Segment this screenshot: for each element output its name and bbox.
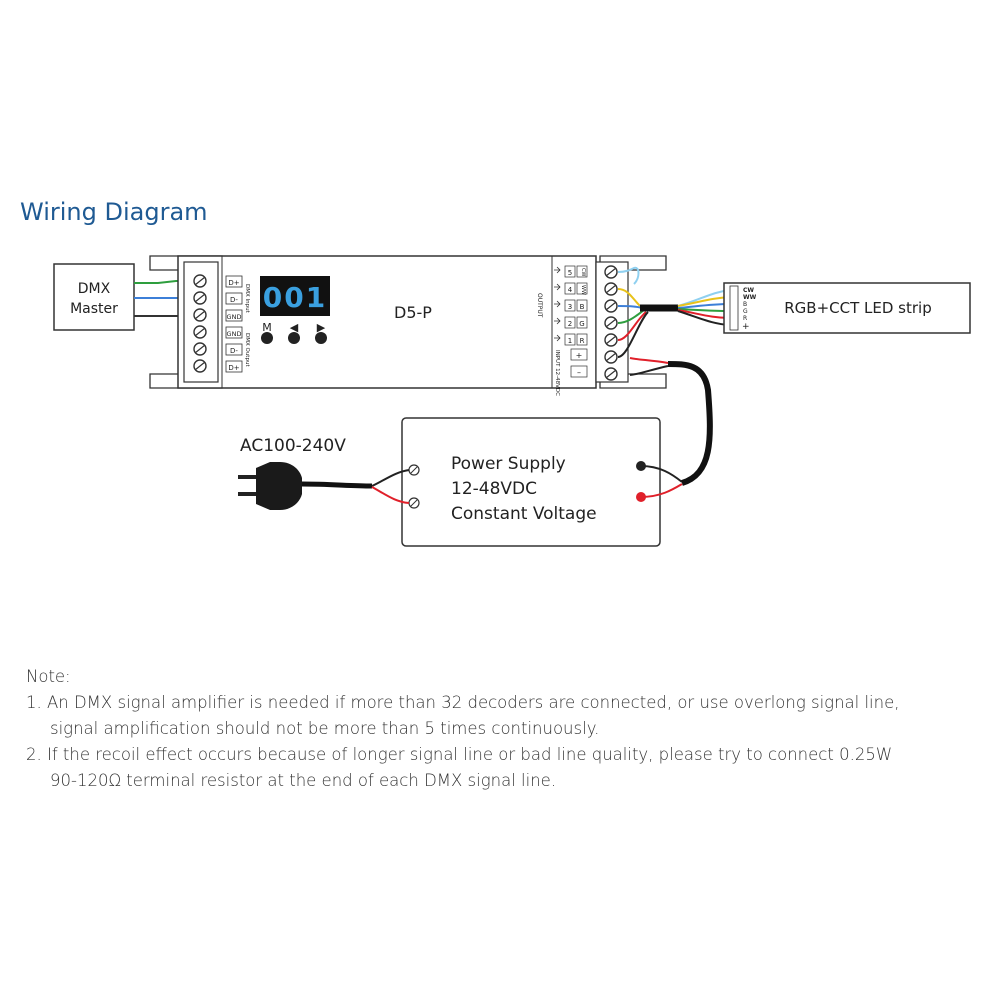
dmx-master-line2: Master [70,301,118,317]
strip-pin-r: R [743,315,747,322]
output-mark-cw: CW [580,268,586,276]
output-terminal-labels: 5 CW 4 WW 3 B 2 G 1 R + – [564,265,588,378]
ac-plug: AC100-240V [238,436,410,510]
strip-pin-plus: + [742,322,750,332]
strip-pin-cw: CW [743,287,754,294]
button-right-label: ▶ [317,321,326,334]
display-value: 001 [263,281,327,314]
output-wires [617,266,731,358]
dmx-terminal-labels: D+ D- GND GND D- D+ DMX Input DMX Output [225,275,250,373]
dmx-out-terminal-1: GND [227,330,242,338]
dmx-master: DMX Master [53,263,135,331]
output-mark-b: B [580,303,585,311]
button-m[interactable] [261,332,273,344]
notes-section: Note: 1. An DMX signal amplifier is need… [26,664,986,794]
strip-pin-b: B [743,301,747,308]
left-terminal-screws [193,274,207,373]
device-model: D5-P [394,303,432,322]
output-terminal-3: 3 [568,303,572,311]
ps-line1: Power Supply [451,454,566,474]
dmx-input-label: DMX Input [244,284,250,314]
input-terminal-minus: – [577,368,581,377]
wiring-diagram: DMX Master [53,255,971,547]
dmx-in-terminal-1: D+ [228,279,239,287]
output-terminal-2: 2 [568,320,572,328]
output-mark-g: G [579,320,584,328]
output-mark-r: R [580,337,585,345]
output-mark-ww: WW [580,285,586,295]
power-supply: Power Supply 12-48VDC Constant Voltage [401,417,661,547]
led-strip-label: RGB+CCT LED strip [784,299,932,317]
ps-line3: Constant Voltage [451,504,597,524]
output-terminal-4: 4 [568,286,573,294]
led-strip: CW WW B G R + RGB+CCT LED strip [723,282,971,334]
note-2-line-2: 90-120Ω terminal resistor at the end of … [50,771,557,790]
dmx-output-label: DMX Output [244,333,250,367]
button-left-label: ◀ [290,321,299,334]
ac-label: AC100-240V [240,436,346,456]
dmx-in-terminal-2: D- [230,296,238,304]
right-terminal-screws [604,265,618,381]
dmx-master-line1: DMX [78,281,111,297]
dmx-out-terminal-3: D+ [228,364,239,372]
button-left[interactable] [288,332,300,344]
note-1-line-1: 1. An DMX signal amplifier is needed if … [26,693,900,712]
led-output-icons [554,266,561,342]
led-display [260,276,330,316]
ps-line2: 12-48VDC [451,479,537,499]
input-label: INPUT 12-48VDC [554,350,560,396]
button-right[interactable] [315,332,327,344]
output-terminal-5: 5 [568,269,572,277]
dmx-out-terminal-2: D- [230,347,238,355]
notes-title: Note: [26,667,71,686]
strip-pin-ww: WW [743,294,757,301]
note-2-line-1: 2. If the recoil effect occurs because o… [26,745,893,764]
page-title: Wiring Diagram [20,198,208,226]
dc-wires [629,357,713,498]
d5p-decoder: D+ D- GND GND D- D+ DMX Input DMX Output… [149,255,667,396]
output-terminal-1: 1 [568,337,572,345]
output-label: OUTPUT [536,293,543,318]
output-terminal-plus: + [576,351,583,360]
button-m-label: M [262,321,272,334]
note-1-line-2: signal amplification should not be more … [50,719,600,738]
strip-pin-g: G [743,308,748,315]
dmx-in-terminal-3: GND [227,313,242,321]
